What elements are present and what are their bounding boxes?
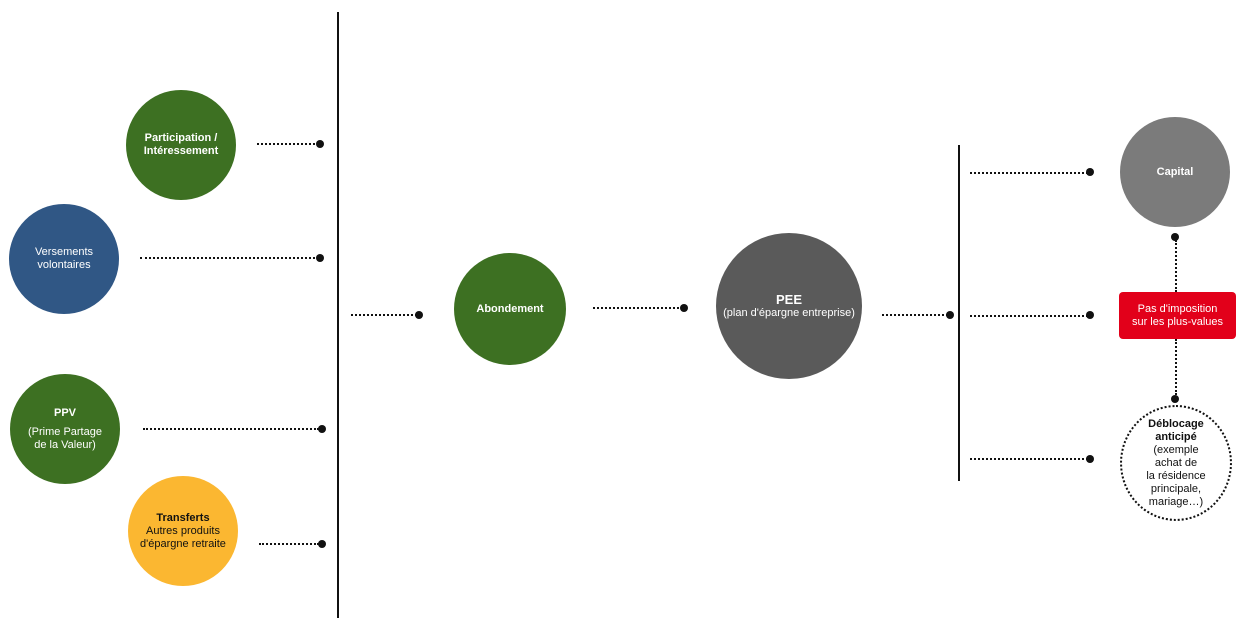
deblocage-line4: principale, (1150, 482, 1202, 495)
connector-to-abondement-dot (415, 311, 423, 319)
tax-line2: sur les plus-values (1131, 315, 1224, 328)
ppv-title: PPV (53, 406, 76, 419)
left-vertical-line (337, 12, 339, 618)
ppv-line1: (Prime Partage (28, 425, 102, 438)
deblocage-line3: la résidence (1146, 469, 1206, 482)
deblocage-title1: Déblocage (1148, 417, 1204, 430)
versements-line1: Versements (34, 246, 94, 258)
connector-capital-dot (1086, 168, 1094, 176)
connector-capital (970, 172, 1088, 174)
deblocage-line5: mariage…) (1148, 495, 1204, 508)
right-vertical-line (958, 145, 960, 481)
tax-line1: Pas d'imposition (1137, 302, 1218, 315)
connector-transferts (259, 543, 319, 545)
deblocage-line1: (exemple (1153, 443, 1199, 456)
connector-deblocage-dot (1086, 455, 1094, 463)
tax-box: Pas d'imposition sur les plus-values (1119, 292, 1236, 339)
deblocage-line2: achat de (1154, 456, 1198, 469)
deblocage-circle: Déblocage anticipé (exemple achat de la … (1120, 405, 1232, 521)
connector-pee-out-dot (946, 311, 954, 319)
connector-transferts-dot (318, 540, 326, 548)
connector-versements (140, 257, 319, 259)
connector-versements-dot (316, 254, 324, 262)
ppv-line2: de la Valeur) (34, 438, 96, 451)
capital-bottom-dot (1171, 233, 1179, 241)
connector-tax-dot (1086, 311, 1094, 319)
connector-ppv-dot (318, 425, 326, 433)
capital-label: Capital (1156, 165, 1194, 178)
pee-subtitle: (plan d'épargne entreprise) (723, 307, 855, 319)
vconnector-tax-deblocage (1175, 339, 1177, 395)
capital-circle: Capital (1120, 117, 1230, 227)
connector-tax (970, 315, 1088, 317)
abondement-label: Abondement (476, 302, 544, 315)
connector-to-abondement (351, 314, 417, 316)
connector-participation (257, 143, 319, 145)
abondement-circle: Abondement (454, 253, 566, 365)
transferts-title: Transferts (156, 511, 210, 524)
connector-deblocage (970, 458, 1088, 460)
pee-title: PEE (775, 292, 802, 307)
deblocage-title2: anticipé (1155, 430, 1197, 443)
deblocage-top-dot (1171, 395, 1179, 403)
transferts-line1: Autres produits (146, 524, 220, 537)
connector-participation-dot (316, 140, 324, 148)
participation-line2: Intéressement (143, 145, 219, 157)
connector-pee-out (882, 314, 948, 316)
connector-ppv (143, 428, 319, 430)
connector-to-pee-dot (680, 304, 688, 312)
transferts-circle: Transferts Autres produits d'épargne ret… (128, 476, 238, 586)
participation-line1: Participation / (144, 132, 218, 144)
transferts-line2: d'épargne retraite (140, 537, 226, 550)
connector-to-pee (593, 307, 683, 309)
participation-circle: Participation / Intéressement (126, 90, 236, 200)
versements-circle: Versements volontaires (9, 204, 119, 314)
versements-line2: volontaires (37, 259, 91, 271)
vconnector-capital-tax (1175, 240, 1177, 292)
pee-circle: PEE (plan d'épargne entreprise) (716, 233, 862, 379)
ppv-circle: PPV (Prime Partage de la Valeur) (10, 374, 120, 484)
